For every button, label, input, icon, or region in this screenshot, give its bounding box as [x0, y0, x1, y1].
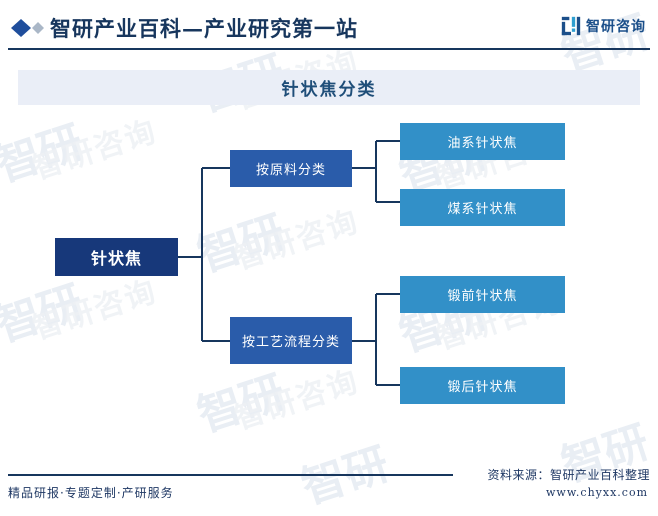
- connector-lines: [178, 140, 400, 386]
- node-leaf-pre-calcined-needle-coke-label: 锻前针状焦: [447, 289, 518, 304]
- footer-url[interactable]: www.chyxx.com: [545, 486, 648, 499]
- page-footer: 精品研报·专题定制·产研服务 资料来源：智研产业百科整理 www.chyxx.c…: [0, 460, 658, 516]
- node-branch-process-flow[interactable]: 按工艺流程分类: [230, 317, 352, 364]
- page-title: 智研产业百科—产业研究第一站: [50, 16, 358, 41]
- footer-tagline: 精品研报·专题定制·产研服务: [8, 486, 174, 500]
- header-divider: [8, 48, 650, 50]
- node-leaf-pre-calcined-needle-coke[interactable]: 锻前针状焦: [400, 276, 565, 313]
- zhiyan-logo-icon: [561, 16, 581, 36]
- page-header: 智研产业百科—产业研究第一站 智研咨询: [0, 0, 658, 52]
- node-branch-process-flow-label: 按工艺流程分类: [241, 335, 340, 350]
- chart-title: 针状焦分类: [281, 80, 377, 100]
- node-leaf-coal-needle-coke[interactable]: 煤系针状焦: [400, 189, 565, 226]
- brand-logo[interactable]: 智研咨询: [561, 16, 646, 36]
- footer-source: 资料来源：智研产业百科整理: [487, 468, 650, 482]
- node-leaf-post-calcined-needle-coke-label: 锻后针状焦: [447, 380, 518, 395]
- node-root-label: 针状焦: [90, 249, 142, 268]
- node-branch-raw-material-label: 按原料分类: [255, 163, 326, 178]
- chart-title-band: 针状焦分类: [18, 70, 640, 105]
- node-branch-raw-material[interactable]: 按原料分类: [230, 150, 352, 187]
- node-leaf-coal-needle-coke-label: 煤系针状焦: [447, 202, 518, 217]
- node-root[interactable]: 针状焦: [55, 238, 178, 276]
- diamond-icon: [11, 19, 44, 37]
- node-leaf-oil-needle-coke-label: 油系针状焦: [447, 136, 518, 151]
- tree-diagram: 针状焦 按原料分类 按工艺流程分类 油系针状焦 煤系针状焦 锻前针状焦 锻后针状…: [0, 105, 658, 460]
- footer-divider: [8, 474, 453, 476]
- brand-logo-text: 智研咨询: [586, 19, 646, 35]
- node-leaf-post-calcined-needle-coke[interactable]: 锻后针状焦: [400, 367, 565, 404]
- node-leaf-oil-needle-coke[interactable]: 油系针状焦: [400, 123, 565, 160]
